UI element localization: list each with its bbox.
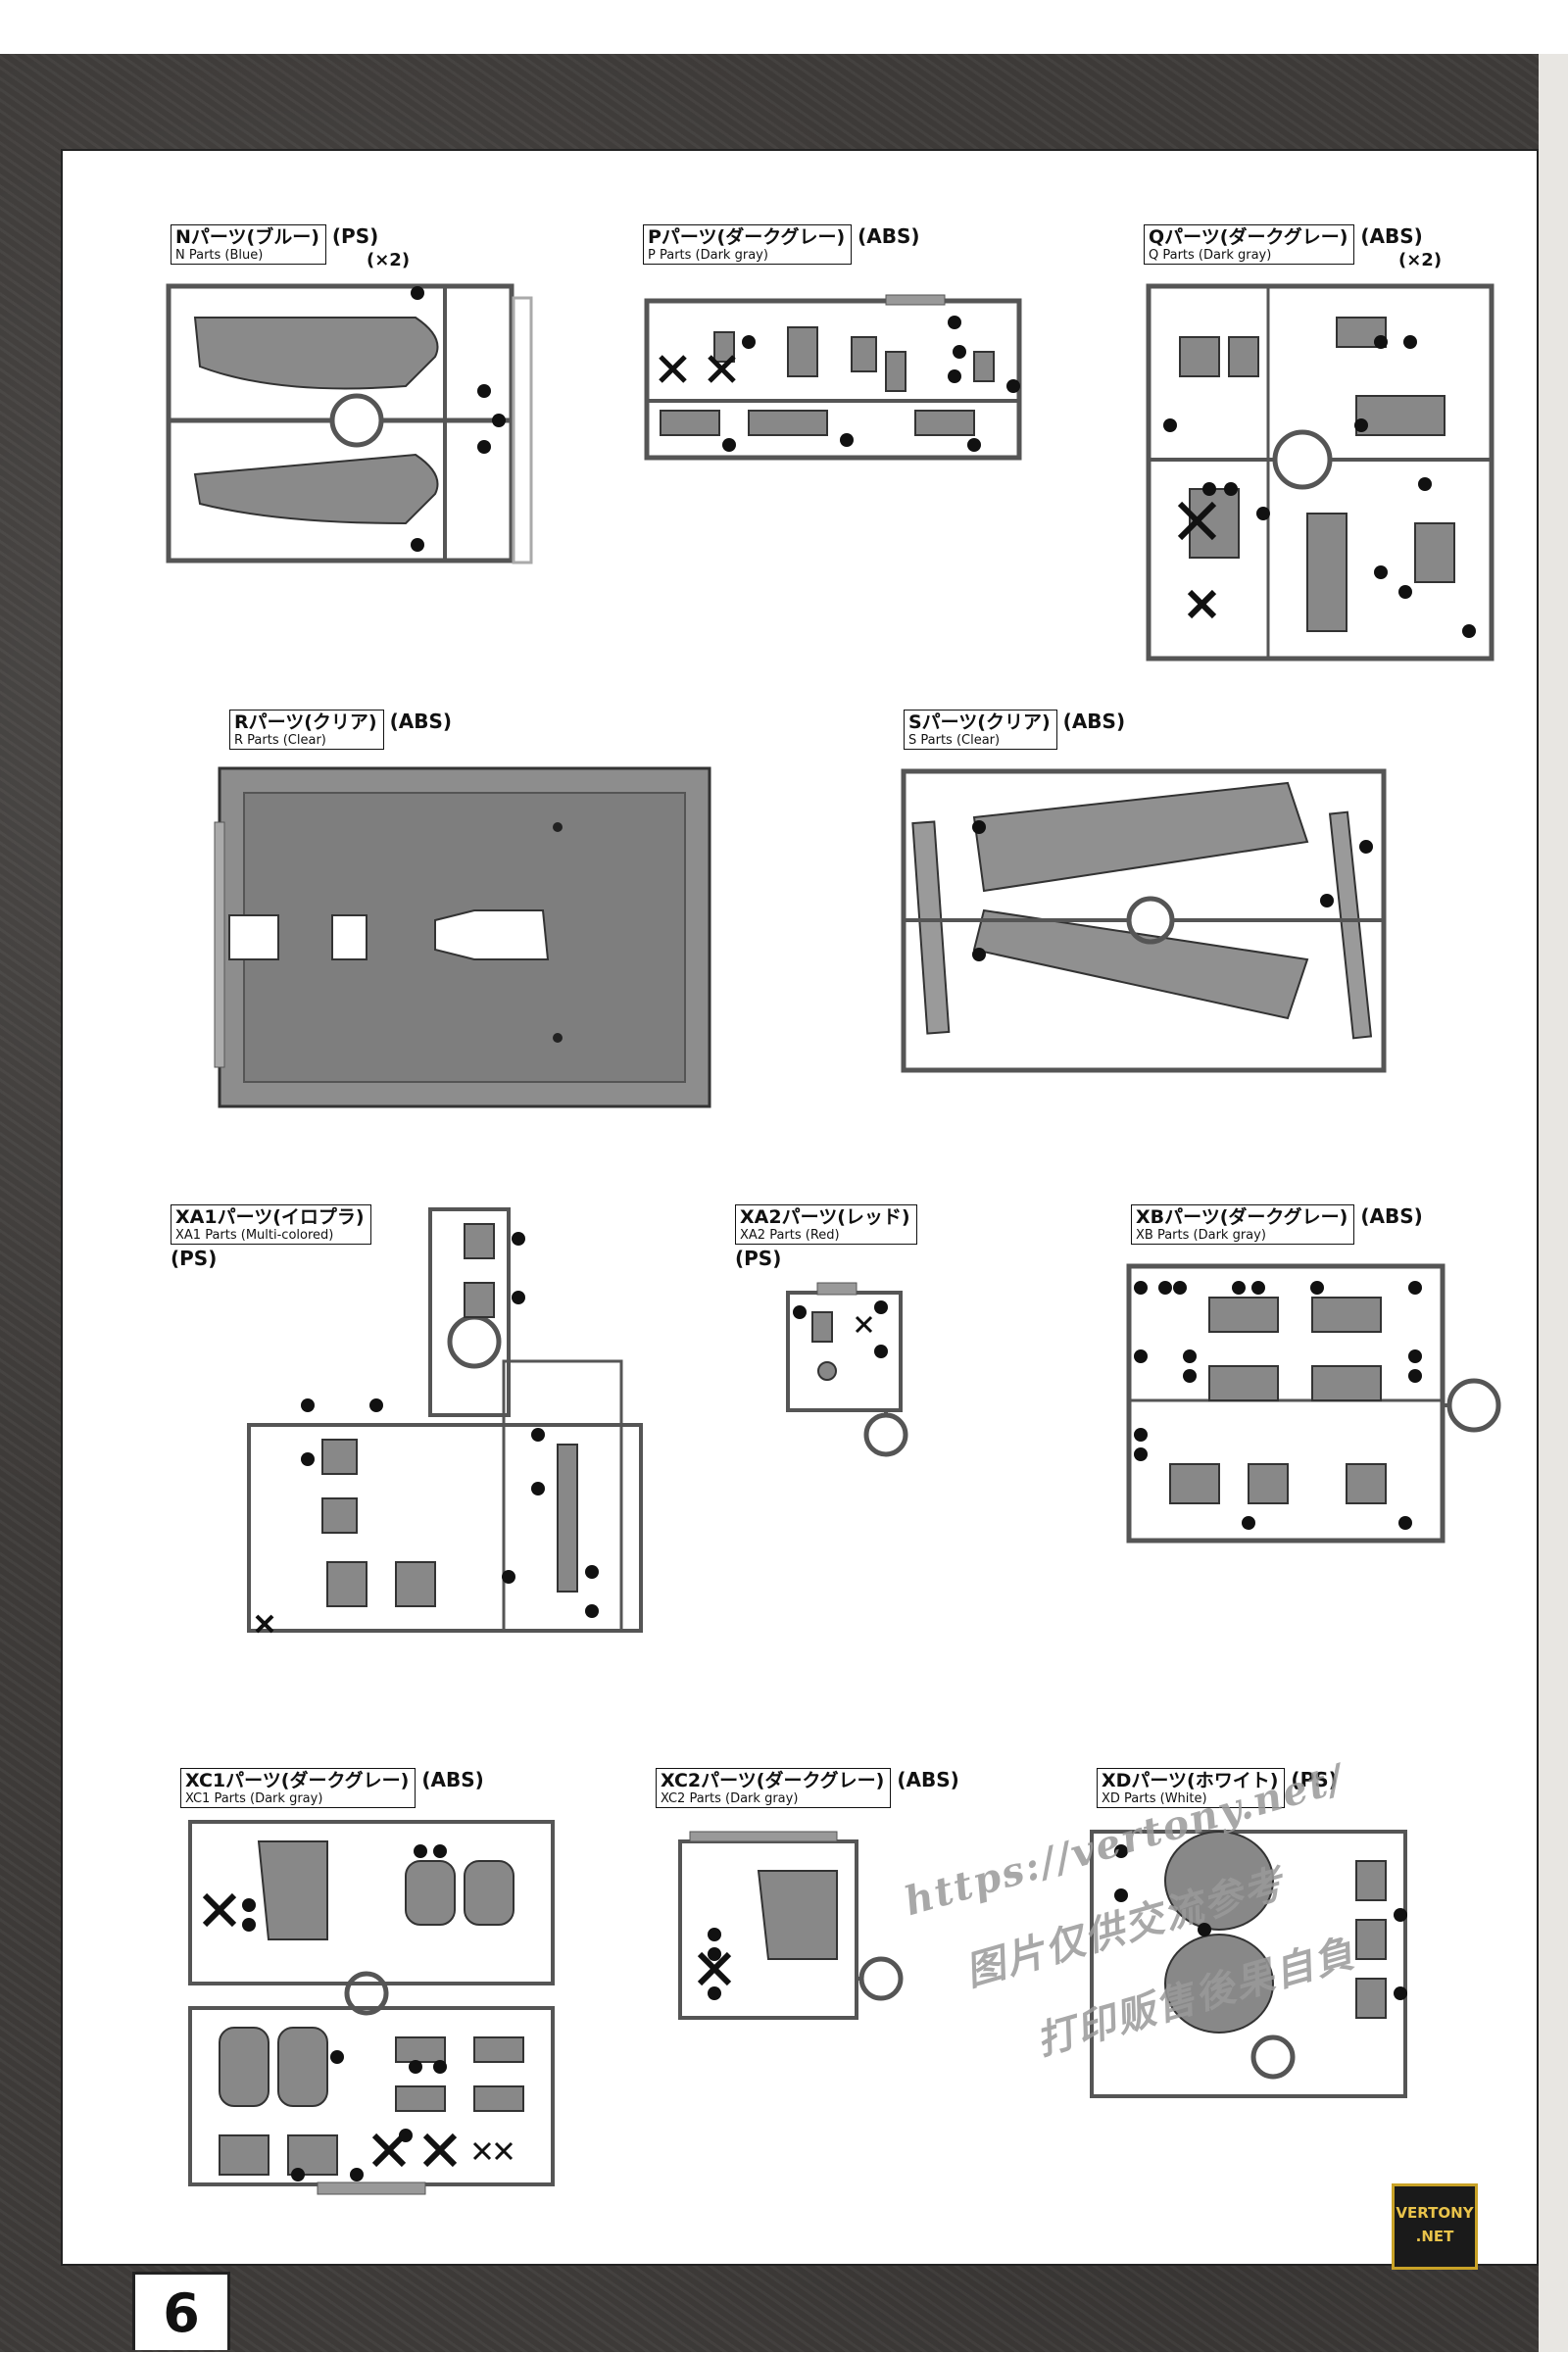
label-q-parts: Qパーツ(ダークグレー)Q Parts (Dark gray) (ABS) (×2… — [1144, 224, 1442, 270]
label-xa1-parts: XA1パーツ(イロプラ)XA1 Parts (Multi-colored) (P… — [171, 1204, 371, 1268]
n-parts-material: (PS) — [331, 224, 379, 248]
label-xb-parts: XBパーツ(ダークグレー)XB Parts (Dark gray) (ABS) — [1131, 1204, 1423, 1245]
xa2-parts-jp: XA2パーツ(レッド) — [740, 1206, 910, 1228]
xc1-parts-en: XC1 Parts (Dark gray) — [185, 1791, 323, 1806]
q-parts-en: Q Parts (Dark gray) — [1149, 248, 1272, 263]
q-parts-qty: (×2) — [1398, 250, 1443, 270]
label-xc1-parts: XC1パーツ(ダークグレー)XC1 Parts (Dark gray) (ABS) — [180, 1768, 484, 1808]
q-parts-material: (ABS) — [1360, 224, 1423, 248]
label-xc2-parts: XC2パーツ(ダークグレー)XC2 Parts (Dark gray) (ABS) — [656, 1768, 959, 1808]
xa1-parts-en: XA1 Parts (Multi-colored) — [175, 1228, 334, 1243]
sprue-xc2 — [678, 1831, 904, 2020]
s-parts-jp: Sパーツ(クリア) — [908, 711, 1051, 733]
sprue-n — [166, 283, 533, 564]
page-number: 6 — [132, 2272, 230, 2350]
xc2-parts-material: (ABS) — [897, 1768, 959, 1791]
p-parts-jp: Pパーツ(ダークグレー) — [648, 226, 846, 248]
xb-parts-en: XB Parts (Dark gray) — [1136, 1228, 1266, 1243]
sprue-xc1 — [188, 1820, 555, 2195]
n-parts-en: N Parts (Blue) — [175, 248, 264, 263]
xc1-parts-jp: XC1パーツ(ダークグレー) — [185, 1770, 410, 1791]
n-parts-qty: (×2) — [367, 250, 411, 270]
xa1-parts-jp: XA1パーツ(イロプラ) — [175, 1206, 365, 1228]
sprue-xd — [1090, 1830, 1407, 2098]
s-parts-en: S Parts (Clear) — [908, 733, 1001, 748]
r-parts-en: R Parts (Clear) — [234, 733, 326, 748]
xb-parts-material: (ABS) — [1360, 1204, 1423, 1228]
xa2-parts-material: (PS) — [735, 1247, 782, 1270]
r-parts-material: (ABS) — [389, 710, 453, 733]
sprue-q — [1146, 283, 1494, 662]
sprue-xa2 — [786, 1282, 908, 1457]
n-parts-jp: Nパーツ(ブルー) — [175, 226, 319, 248]
label-n-parts: Nパーツ(ブルー)N Parts (Blue) (PS) (×2) — [171, 224, 410, 270]
xd-parts-en: XD Parts (White) — [1102, 1791, 1207, 1806]
xa2-parts-en: XA2 Parts (Red) — [740, 1228, 840, 1243]
manual-page: Nパーツ(ブルー)N Parts (Blue) (PS) (×2) Pパーツ(ダー… — [61, 149, 1539, 2266]
label-xd-parts: XDパーツ(ホワイト)XD Parts (White) (PS) — [1097, 1768, 1338, 1808]
s-parts-material: (ABS) — [1062, 710, 1126, 733]
p-parts-material: (ABS) — [858, 224, 920, 248]
q-parts-jp: Qパーツ(ダークグレー) — [1149, 226, 1348, 248]
label-s-parts: Sパーツ(クリア)S Parts (Clear) (ABS) — [904, 710, 1125, 750]
logo-line2: .NET — [1415, 2228, 1454, 2245]
sprue-s — [901, 768, 1387, 1073]
page-edge — [1539, 54, 1568, 2352]
vertony-logo: VERTONY .NET — [1392, 2183, 1478, 2270]
label-xa2-parts: XA2パーツ(レッド)XA2 Parts (Red) (PS) — [735, 1204, 917, 1268]
label-r-parts: Rパーツ(クリア)R Parts (Clear) (ABS) — [229, 710, 452, 750]
sprue-xa1 — [247, 1207, 643, 1634]
sprue-p — [644, 294, 1022, 461]
xa1-parts-material: (PS) — [171, 1247, 218, 1270]
r-parts-jp: Rパーツ(クリア) — [234, 711, 377, 733]
sprue-r — [214, 766, 711, 1108]
logo-line1: VERTONY — [1396, 2204, 1474, 2222]
xb-parts-jp: XBパーツ(ダークグレー) — [1136, 1206, 1348, 1228]
p-parts-en: P Parts (Dark gray) — [648, 248, 768, 263]
sprue-xb — [1126, 1263, 1501, 1544]
xd-parts-material: (PS) — [1291, 1768, 1338, 1791]
xc2-parts-jp: XC2パーツ(ダークグレー) — [661, 1770, 885, 1791]
label-p-parts: Pパーツ(ダークグレー)P Parts (Dark gray) (ABS) — [643, 224, 920, 265]
xd-parts-jp: XDパーツ(ホワイト) — [1102, 1770, 1279, 1791]
xc1-parts-material: (ABS) — [421, 1768, 484, 1791]
xc2-parts-en: XC2 Parts (Dark gray) — [661, 1791, 799, 1806]
